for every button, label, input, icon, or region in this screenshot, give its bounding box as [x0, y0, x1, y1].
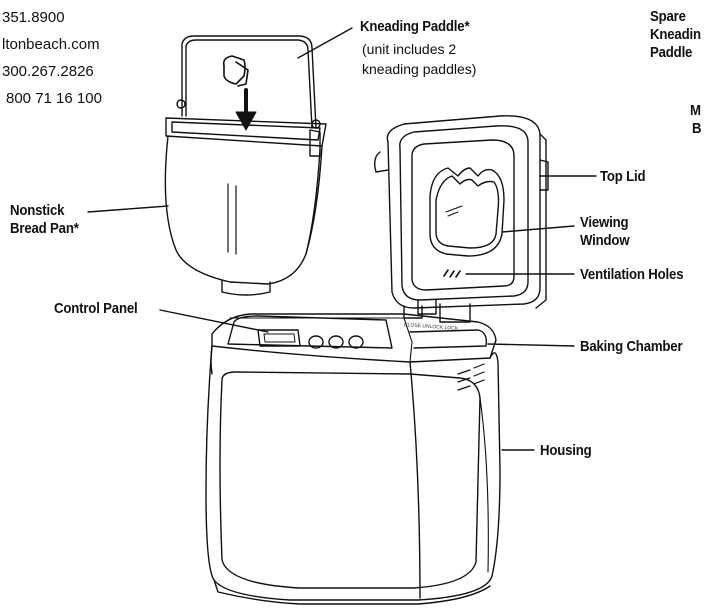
leader-lines	[87, 27, 597, 451]
label-top-lid: Top Lid	[600, 168, 646, 185]
label-kneading-note-1: (unit includes 2	[362, 41, 457, 57]
label-ventilation-holes: Ventilation Holes	[580, 266, 684, 283]
label-control-panel: Control Panel	[54, 300, 138, 317]
housing-drawing	[205, 313, 501, 605]
kneading-paddle-drawing	[222, 55, 249, 87]
top-lid-drawing	[373, 115, 549, 323]
label-baking-chamber: Baking Chamber	[580, 338, 683, 355]
label-viewing-2: Window	[580, 232, 630, 249]
label-partial-2: B	[692, 120, 702, 137]
label-nonstick-2: Bread Pan*	[10, 220, 79, 237]
contact-phone-2: 300.267.2826	[2, 63, 94, 80]
label-nonstick-1: Nonstick	[10, 202, 65, 219]
bread-pan-drawing	[164, 35, 327, 296]
label-kneading-note-2: kneading paddles)	[362, 61, 477, 77]
contact-phone-1: 351.8900	[2, 9, 65, 26]
label-spare-2: Kneadin	[650, 26, 701, 43]
contact-phone-3: 800 71 16 100	[6, 90, 102, 107]
label-kneading-paddle: Kneading Paddle*	[360, 18, 470, 35]
label-viewing-1: Viewing	[580, 214, 629, 231]
label-partial-1: M	[690, 102, 701, 119]
label-spare-3: Paddle	[650, 44, 693, 61]
label-spare-1: Spare	[650, 8, 686, 25]
label-housing: Housing	[540, 442, 592, 459]
contact-website: ltonbeach.com	[2, 36, 100, 53]
